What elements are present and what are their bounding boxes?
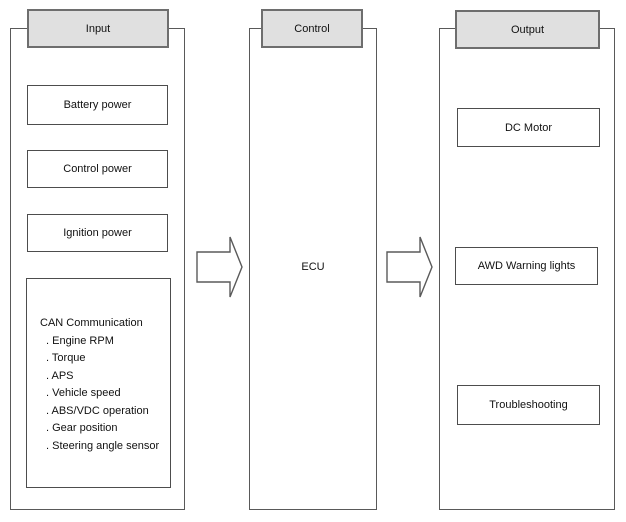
ecu-label: ECU — [301, 261, 325, 273]
can-communication-box: CAN Communication . Engine RPM . Torque … — [26, 278, 171, 488]
ignition-power-label: Ignition power — [63, 227, 132, 239]
right-arrow-icon — [386, 236, 433, 298]
input-column-header: Input — [27, 9, 169, 48]
right-arrow-icon — [196, 236, 243, 298]
control-power-label: Control power — [63, 163, 132, 175]
arrow-input-to-control — [196, 236, 244, 298]
control-column-header: Control — [261, 9, 363, 48]
output-header-label: Output — [510, 23, 545, 36]
awd-warning-lights-box: AWD Warning lights — [455, 247, 598, 285]
dc-motor-label: DC Motor — [504, 121, 553, 134]
dc-motor-box: DC Motor — [457, 108, 600, 147]
can-item-aps: . APS — [46, 369, 74, 382]
battery-power-label: Battery power — [63, 99, 132, 111]
troubleshooting-box: Troubleshooting — [457, 385, 600, 425]
can-item-torque: . Torque — [46, 352, 86, 364]
can-item-engine-rpm: . Engine RPM — [46, 334, 114, 347]
troubleshooting-label: Troubleshooting — [489, 399, 568, 411]
can-item-gear-position: . Gear position — [46, 422, 118, 434]
control-column-container — [249, 28, 377, 510]
output-column-header: Output — [455, 10, 600, 49]
can-item-vehicle-speed: . Vehicle speed — [46, 387, 121, 399]
control-power-box: Control power — [27, 150, 168, 188]
battery-power-box: Battery power — [27, 85, 168, 125]
input-header-label: Input — [85, 22, 111, 35]
can-item-abs-vdc: . ABS/VDC operation — [46, 404, 149, 417]
arrow-control-to-output — [386, 236, 434, 298]
can-item-steering-angle: . Steering angle sensor — [46, 439, 160, 452]
awd-warning-lights-label: AWD Warning lights — [477, 260, 576, 272]
can-title: CAN Communication — [40, 317, 143, 329]
control-header-label: Control — [294, 22, 330, 35]
ignition-power-box: Ignition power — [27, 214, 168, 252]
